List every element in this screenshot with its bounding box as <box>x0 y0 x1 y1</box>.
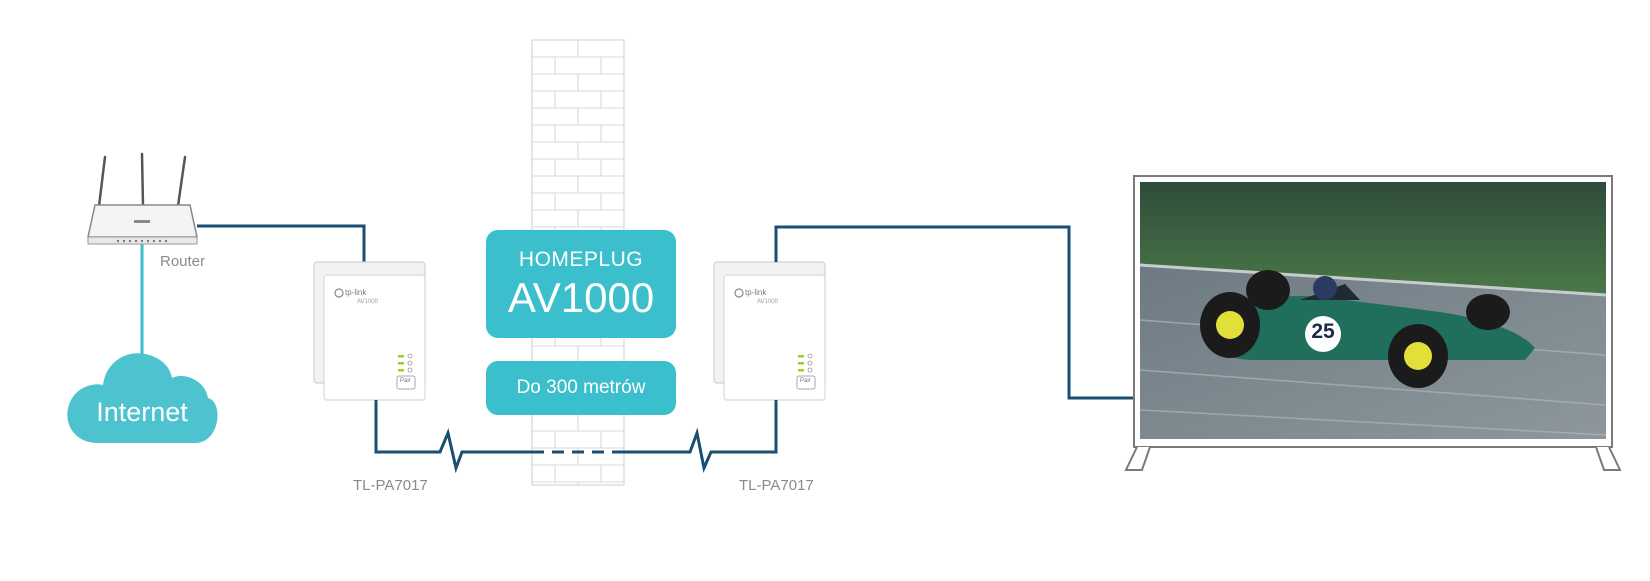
powerline-link <box>374 400 778 474</box>
adapter-left-brand: tp-link <box>345 288 367 297</box>
adapter-right-label: TL-PA7017 <box>739 477 814 494</box>
adapter-right-pair-button: Pair <box>800 378 811 384</box>
race-car-number: 25 <box>1311 320 1335 343</box>
tv-icon <box>1124 175 1622 471</box>
powerline-adapter-left <box>313 261 426 401</box>
router-label: Router <box>160 253 206 270</box>
ethernet-cable-router <box>197 224 366 262</box>
adapter-right-model: AV1000 <box>757 299 778 305</box>
powerline-adapter-right <box>713 261 826 401</box>
adapter-left-pair-button: Pair <box>400 378 411 384</box>
ethernet-cable-tv <box>774 225 1134 400</box>
router-icon <box>87 152 198 245</box>
internet-label: Internet <box>96 397 188 427</box>
adapter-left-model: AV1000 <box>357 299 378 305</box>
standard-line2: AV1000 <box>507 274 655 321</box>
homeplug-standard-box: HOMEPLUG AV1000 <box>486 230 676 338</box>
tv-screen-race-car-image <box>1139 182 1607 439</box>
adapter-left-label: TL-PA7017 <box>353 477 428 494</box>
distance-box: Do 300 metrów <box>486 361 676 415</box>
standard-line1: HOMEPLUG <box>518 248 644 271</box>
adapter-right-brand: tp-link <box>745 288 767 297</box>
internet-cloud-icon <box>67 353 218 443</box>
